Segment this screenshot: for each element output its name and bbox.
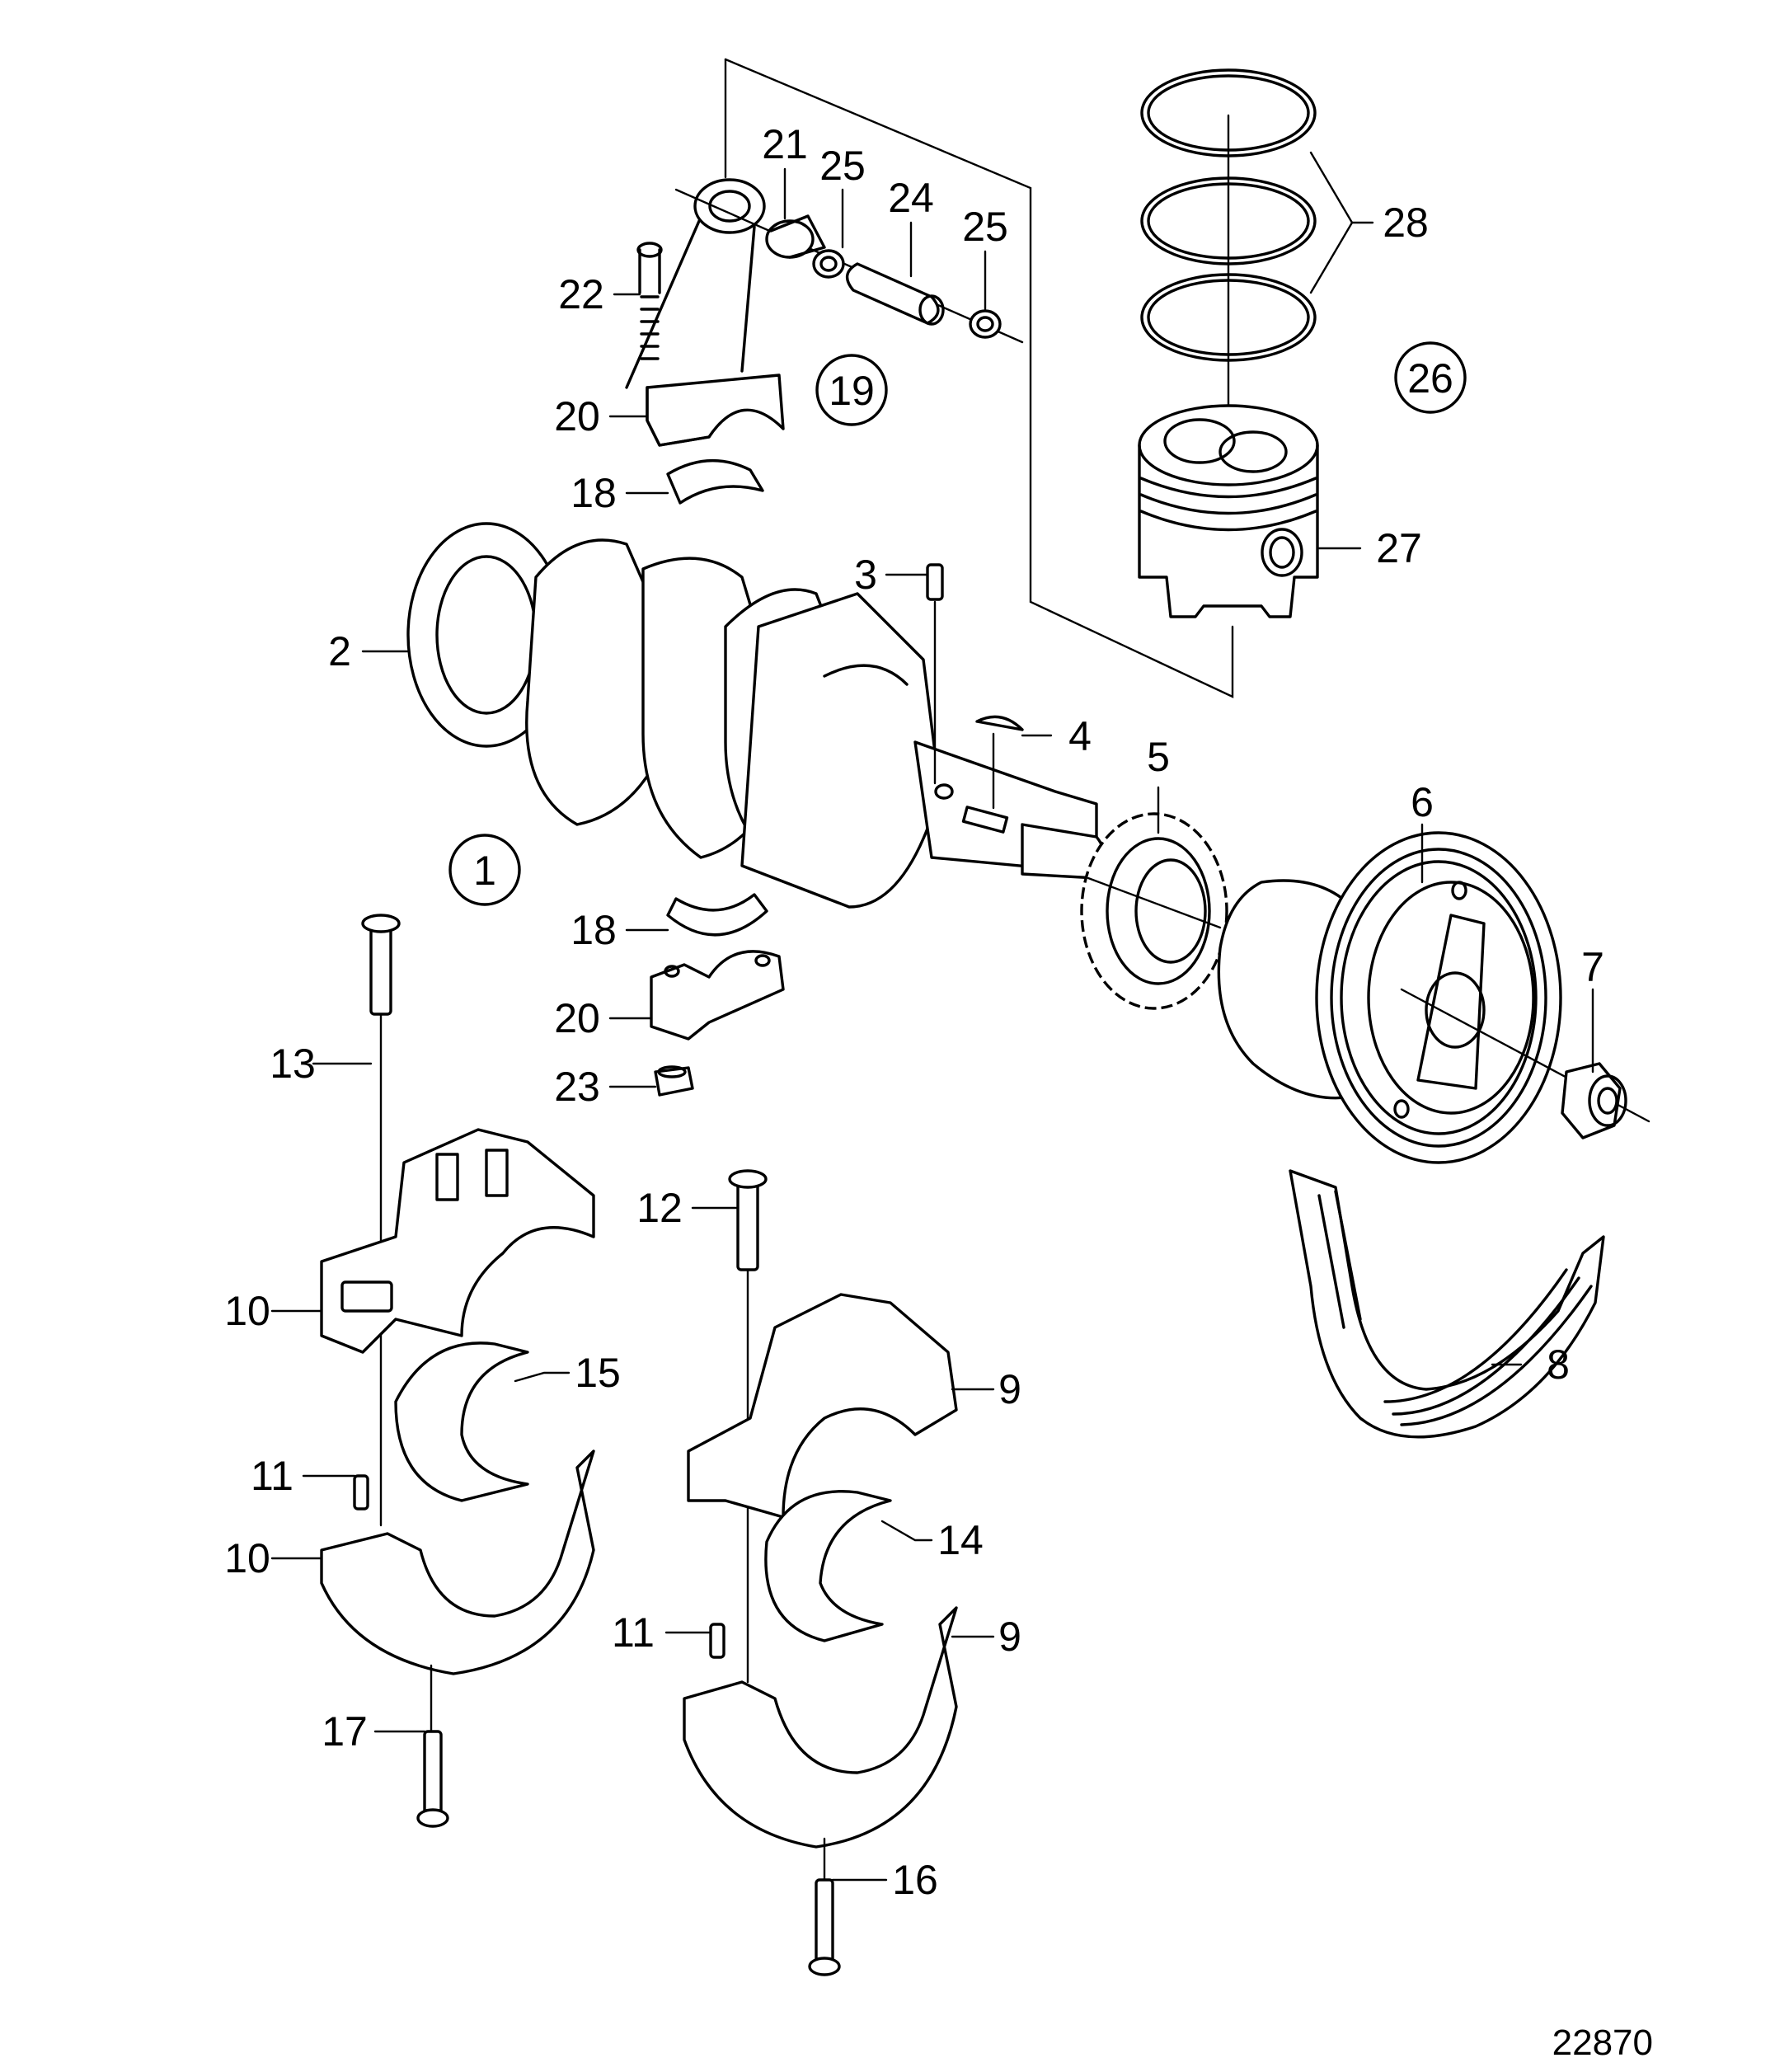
pulley-nut xyxy=(1561,1062,1627,1139)
callout-25a: 25 xyxy=(819,143,866,189)
crankshaft-gear xyxy=(1080,812,1228,1010)
callout-2: 2 xyxy=(328,628,351,674)
callout-11a: 11 xyxy=(251,1453,293,1499)
callout-23: 23 xyxy=(554,1064,600,1110)
callout-9a: 9 xyxy=(998,1366,1021,1412)
crankshaft xyxy=(406,522,1106,909)
main-bearing-cap-left xyxy=(320,914,595,1828)
group-label-1: 1 xyxy=(448,834,521,906)
callout-4: 4 xyxy=(1068,713,1092,759)
piston-pin-parts xyxy=(765,214,1002,339)
main-bearing-cap-right xyxy=(683,1169,958,1976)
callout-20a: 20 xyxy=(554,393,600,439)
callout-10b: 10 xyxy=(224,1535,270,1581)
callout-9b: 9 xyxy=(998,1614,1021,1660)
callout-25b: 25 xyxy=(962,204,1008,250)
piston-rings xyxy=(1140,68,1317,422)
callout-10a: 10 xyxy=(224,1288,270,1334)
callout-22: 22 xyxy=(558,271,604,317)
callout-15: 15 xyxy=(575,1350,621,1396)
crankshaft-pulley xyxy=(1217,831,1650,1164)
nut-small xyxy=(654,1065,694,1097)
callout-6: 6 xyxy=(1411,779,1434,825)
conrod-bolt xyxy=(636,242,663,360)
callout-17: 17 xyxy=(322,1708,368,1755)
group-label-19: 19 xyxy=(815,354,888,426)
callout-18b: 18 xyxy=(571,907,617,953)
callout-21: 21 xyxy=(762,121,808,167)
callout-11b: 11 xyxy=(612,1609,655,1656)
woodruff-key xyxy=(975,715,1024,810)
callout-16: 16 xyxy=(892,1857,938,1903)
drawing-number: 22870 xyxy=(1552,2023,1653,2063)
svg-text:1: 1 xyxy=(473,848,496,894)
callout-8: 8 xyxy=(1547,1341,1570,1388)
group-label-26: 26 xyxy=(1394,341,1467,414)
drive-belt xyxy=(1289,1169,1605,1439)
callout-3: 3 xyxy=(854,552,877,598)
callout-24: 24 xyxy=(888,175,934,221)
leader-lines xyxy=(270,151,1594,1882)
bearing-shells xyxy=(666,458,768,937)
callout-13: 13 xyxy=(270,1041,316,1087)
connecting-rod xyxy=(625,178,1024,447)
svg-text:19: 19 xyxy=(829,368,875,414)
callout-14: 14 xyxy=(937,1517,984,1563)
assembly-bracket-line xyxy=(724,58,1234,698)
callout-20b: 20 xyxy=(554,995,600,1041)
dowel-pin xyxy=(926,563,944,785)
bigend-cap-lower xyxy=(650,950,785,1041)
callout-18a: 18 xyxy=(571,470,617,516)
callout-12: 12 xyxy=(636,1185,683,1231)
callout-7: 7 xyxy=(1581,944,1604,990)
piston xyxy=(1138,404,1319,618)
callout-28: 28 xyxy=(1383,200,1429,246)
svg-text:26: 26 xyxy=(1407,355,1453,402)
callout-5: 5 xyxy=(1147,734,1170,780)
callout-numbers: 2 3 4 5 6 7 8 9 9 10 10 11 11 12 13 14 1… xyxy=(224,121,1604,1903)
callout-27: 27 xyxy=(1376,525,1422,571)
